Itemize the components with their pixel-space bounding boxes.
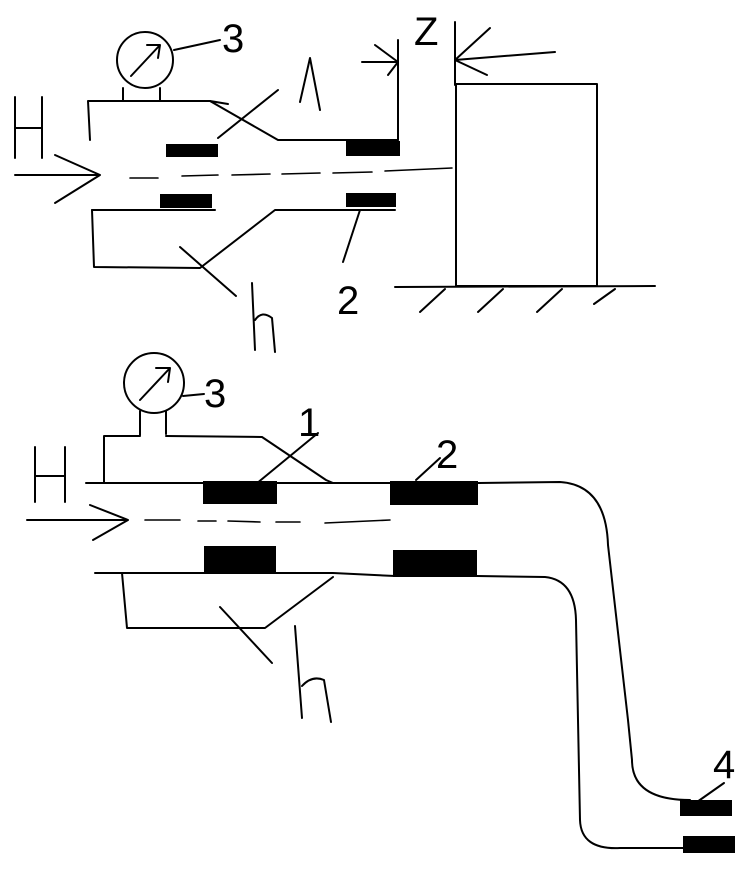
label-gauge-bottom: 3 bbox=[204, 372, 226, 416]
leader-insert-bottom bbox=[415, 457, 441, 481]
label-gauge-top: 3 bbox=[222, 17, 244, 61]
insert-seal-upper-top bbox=[346, 141, 400, 156]
pressure-head-symbol-top bbox=[14, 96, 43, 159]
nozzle-seal-upper-bottom bbox=[203, 481, 277, 504]
barrier-wall bbox=[455, 83, 598, 287]
label-insert-top: 2 bbox=[337, 279, 359, 323]
h-symbol-bottom bbox=[294, 625, 332, 723]
gap-dimension-z bbox=[361, 21, 556, 86]
pressure-gauge-bottom bbox=[123, 352, 205, 436]
nozzle-seal-lower-top bbox=[160, 194, 212, 208]
outlet-pipe bbox=[476, 481, 691, 850]
insert-seal-lower-top bbox=[346, 193, 396, 207]
body-upper-top bbox=[87, 59, 399, 141]
top-assembly: 3 1 2 bbox=[14, 10, 656, 353]
leader-nozzle-bottom bbox=[255, 432, 319, 485]
leader-outlet bbox=[696, 782, 725, 803]
inlet-arrow-bottom bbox=[26, 504, 129, 541]
leader-h-top bbox=[179, 246, 237, 297]
pressure-head-symbol-bottom bbox=[34, 446, 66, 503]
body-lower-bottom bbox=[94, 572, 396, 629]
flow-axis-top bbox=[129, 167, 453, 179]
label-insert-bottom: 2 bbox=[436, 433, 458, 477]
ground-hatching bbox=[394, 285, 656, 313]
body-lower-top bbox=[91, 209, 396, 269]
leader-insert-top bbox=[342, 209, 361, 263]
insert-seal-lower-bottom bbox=[393, 550, 477, 577]
outlet-seal-lower bbox=[683, 836, 735, 853]
label-outlet: 4 bbox=[713, 743, 735, 787]
outlet-seal-upper bbox=[680, 800, 732, 816]
label-nozzle-bottom: 1 bbox=[298, 401, 320, 445]
h-symbol-top bbox=[251, 282, 276, 353]
pressure-gauge-top bbox=[116, 31, 221, 102]
leader-nozzle-top bbox=[217, 57, 321, 139]
leader-h-bottom bbox=[219, 606, 273, 664]
label-gap-z: Z bbox=[414, 10, 438, 54]
flow-axis-bottom bbox=[144, 519, 391, 524]
inlet-arrow-top bbox=[14, 154, 101, 204]
nozzle-seal-lower-bottom bbox=[204, 546, 276, 573]
insert-seal-upper-bottom bbox=[390, 481, 478, 505]
bottom-assembly: 3 1 2 bbox=[26, 352, 735, 853]
nozzle-seal-upper-top bbox=[166, 144, 218, 157]
